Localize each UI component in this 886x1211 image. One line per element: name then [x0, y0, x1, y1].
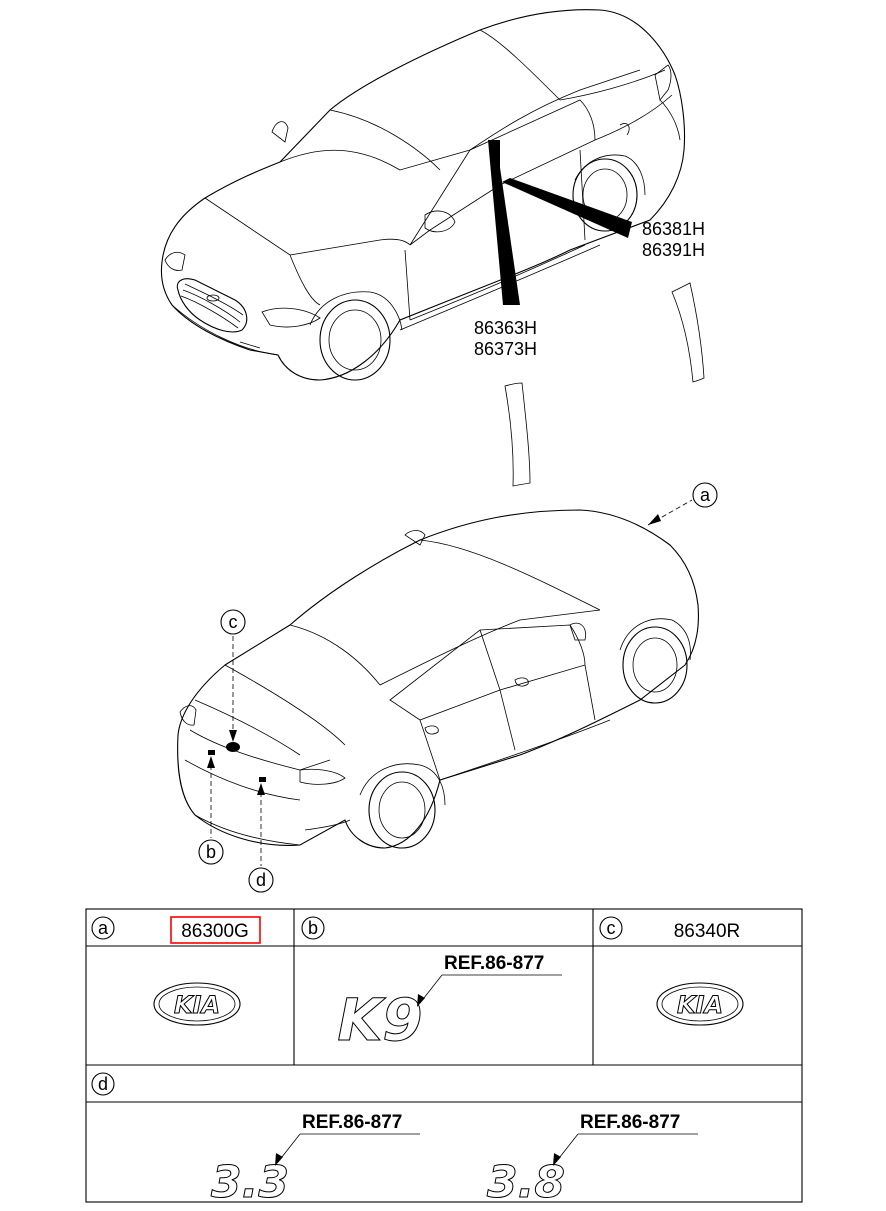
ref-label-d-left: REF.86-877	[302, 1112, 402, 1133]
svg-text:3.8: 3.8	[487, 1157, 565, 1208]
ref-label-d-right: REF.86-877	[580, 1112, 680, 1133]
front-car-illustration	[160, 9, 705, 487]
3-8-emblem-icon: 3.8	[487, 1157, 566, 1209]
svg-text:K9: K9	[337, 986, 422, 1054]
table-letter-b: b	[308, 918, 318, 938]
table-cell-d: d REF.86-877 3.3 REF.86-877 3.8	[91, 1072, 698, 1209]
callout-a: a	[647, 482, 718, 526]
callout-letter-b: b	[206, 842, 216, 862]
table-letter-a: a	[98, 918, 109, 938]
part-label-86363h: 86363H	[474, 318, 537, 338]
part-label-86373h: 86373H	[474, 339, 537, 359]
table-cell-a: a 86300G KIA	[91, 916, 261, 1026]
table-letter-c: c	[607, 918, 616, 938]
part-number-86340r[interactable]: 86340R	[674, 921, 741, 942]
part-number-highlight	[170, 916, 261, 944]
k9-emblem-icon: K9	[337, 986, 423, 1055]
3-3-emblem-icon: 3.3	[211, 1157, 290, 1209]
callout-b: b	[198, 756, 224, 865]
part-label-86381h: 86381H	[642, 219, 705, 239]
svg-text:KIA: KIA	[174, 991, 220, 1019]
callout-letter-c: c	[229, 612, 238, 632]
rear-car-illustration	[177, 509, 699, 849]
svg-text:KIA: KIA	[677, 991, 723, 1019]
table-cell-c: c 86340R KIA	[599, 916, 744, 1026]
kia-emblem-icon: KIA	[153, 982, 241, 1026]
callout-d: d	[248, 783, 274, 893]
emblem-table	[85, 908, 803, 1203]
callout-letter-d: d	[256, 870, 266, 890]
table-letter-d: d	[98, 1074, 108, 1094]
part-label-86391h: 86391H	[642, 240, 705, 260]
ref-label-b: REF.86-877	[444, 953, 544, 974]
callout-letter-a: a	[700, 485, 711, 505]
callout-c: c	[220, 609, 246, 742]
svg-text:3.3: 3.3	[211, 1157, 289, 1208]
kia-emblem-icon-rear: KIA	[656, 982, 744, 1026]
table-cell-b: b REF.86-877 K9	[301, 916, 562, 1055]
part-number-86300g[interactable]: 86300G	[181, 921, 249, 942]
